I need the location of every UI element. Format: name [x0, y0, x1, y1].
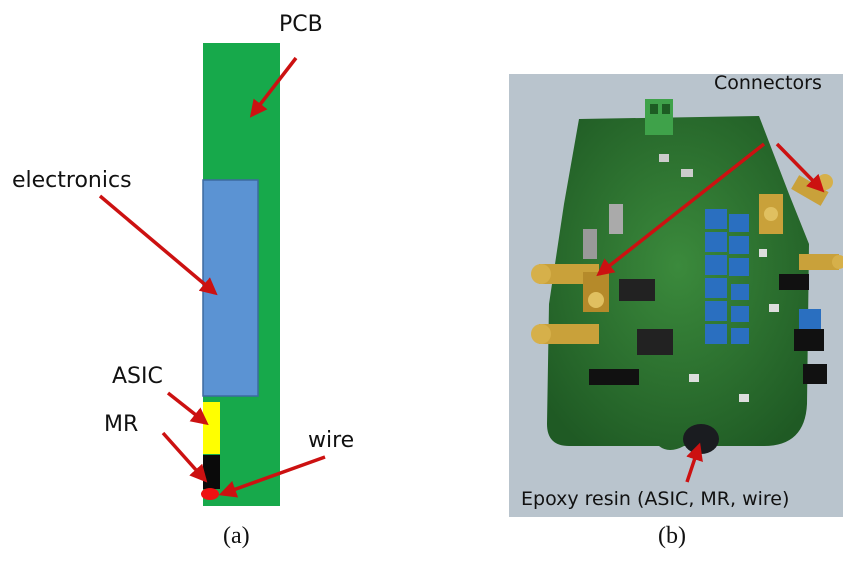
ic-chip-3	[589, 369, 639, 385]
connector-left-bottom	[531, 324, 599, 344]
electronics-label: electronics	[12, 168, 132, 193]
connectors-arrow-right	[775, 142, 825, 193]
mr-arrow	[161, 431, 208, 483]
ic-chip-2	[637, 329, 673, 355]
pcb-arrow	[249, 56, 298, 118]
board-outline	[547, 116, 809, 450]
mr-sensor-block	[203, 455, 220, 489]
ic-chip-1	[619, 279, 655, 301]
mr-label: MR	[104, 412, 139, 437]
wire-arrow	[218, 455, 326, 498]
trimmer-column-1	[705, 209, 727, 344]
trimmer-column-2	[729, 214, 749, 344]
electronics-arrow	[98, 194, 218, 296]
trimmer-side	[799, 309, 821, 333]
wire-dot	[201, 488, 219, 500]
asic-label: ASIC	[112, 364, 163, 389]
connectors-label: Connectors	[714, 74, 822, 94]
connectors-arrow-left	[596, 142, 766, 277]
connector-center	[759, 194, 783, 234]
connector-left-top	[531, 264, 609, 312]
pcb-photo: Connectors Epoxy resin (ASIC, MR, wire)	[509, 74, 843, 517]
caption-a: (a)	[223, 523, 250, 549]
epoxy-arrow	[685, 442, 703, 483]
caption-b: (b)	[658, 523, 686, 549]
wire-label: wire	[308, 428, 355, 453]
asic-arrow	[166, 391, 209, 426]
epoxy-label: Epoxy resin (ASIC, MR, wire)	[521, 488, 790, 510]
pcb-label: PCB	[279, 12, 323, 37]
pcb-photo-drawing	[531, 99, 843, 483]
asic-block	[203, 402, 220, 454]
epoxy-resin-blob	[683, 424, 719, 454]
connector-right-mid	[799, 254, 843, 270]
